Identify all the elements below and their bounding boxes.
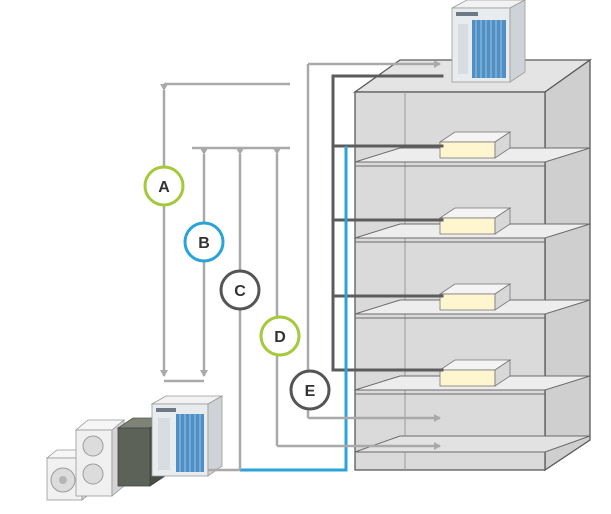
label-c-badge: C [219, 269, 261, 311]
ducted-indoor-unit-icon [438, 207, 512, 235]
label-a-badge: A [143, 165, 185, 207]
floor-slab [354, 435, 591, 453]
label-d-badge: D [259, 315, 301, 357]
label-d-text: D [274, 329, 286, 346]
label-c-text: C [234, 283, 246, 300]
vrv-outdoor-unit-icon [451, 0, 526, 83]
dimension-lines [160, 60, 441, 470]
building [352, 58, 593, 472]
building-side-wall [544, 58, 591, 472]
ducted-indoor-unit-icon [438, 283, 512, 311]
liquid-line [240, 146, 348, 472]
label-b-badge: B [183, 221, 225, 263]
vrv-outdoor-unit-ground-icon [150, 395, 224, 477]
label-e-text: E [305, 383, 316, 400]
split-outdoor-unit-medium-icon [74, 419, 126, 497]
label-b-text: B [198, 235, 210, 252]
ducted-indoor-unit-icon [438, 359, 512, 387]
ducted-indoor-unit-icon [438, 131, 512, 159]
refrigerant-riser [331, 74, 444, 372]
label-a-text: A [158, 179, 170, 196]
label-e-badge: E [289, 369, 331, 411]
